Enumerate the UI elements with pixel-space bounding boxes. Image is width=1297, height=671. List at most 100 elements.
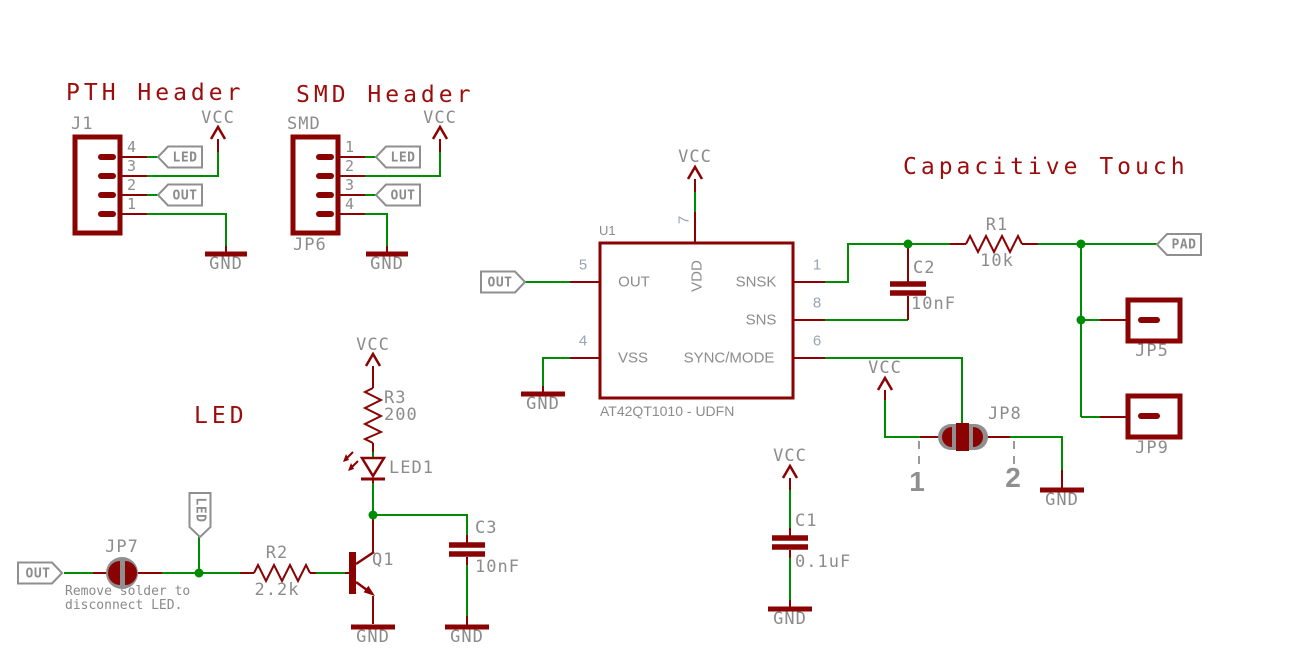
r2-ref-label: R2 bbox=[265, 543, 289, 563]
out-flag-label: OUT bbox=[487, 275, 513, 291]
led-flag-outline bbox=[374, 145, 421, 169]
u1-pin-name-sync-mode: SYNC/MODE bbox=[683, 349, 775, 367]
j1-connector bbox=[72, 134, 123, 236]
capacitor-c2 bbox=[890, 281, 926, 296]
out-flag-label: OUT bbox=[172, 188, 198, 204]
vcc-label: VCC bbox=[773, 446, 807, 466]
u1-ic-body bbox=[598, 241, 795, 400]
jp8-ref-label: JP8 bbox=[988, 404, 1022, 424]
pad-flag-outline bbox=[1155, 233, 1202, 256]
j1-ref-label: J1 bbox=[71, 114, 94, 134]
jp7-note-line-1: Remove solder to bbox=[65, 584, 191, 599]
q1-symbol bbox=[349, 550, 375, 596]
out-flag-outline bbox=[17, 561, 64, 585]
component-pins bbox=[93, 139, 1128, 625]
r3-ref-label: R3 bbox=[384, 388, 407, 408]
capacitor-c3 bbox=[449, 542, 485, 557]
led-flag-label: LED bbox=[172, 150, 198, 166]
c1-value-label: 0.1uF bbox=[795, 552, 852, 572]
j1-pin-number: 3 bbox=[127, 157, 137, 175]
r1-ref-label: R1 bbox=[985, 215, 1009, 235]
jp5-ref-label: JP5 bbox=[1135, 341, 1169, 361]
gnd-label: GND bbox=[773, 609, 807, 629]
u1-value-label: AT42QT1010 - UDFN bbox=[600, 403, 735, 419]
pad-flag-label: PAD bbox=[1171, 237, 1197, 253]
jp8-solder-jumper bbox=[938, 423, 988, 451]
jumper-position-dashes bbox=[918, 441, 1015, 468]
led1-symbol bbox=[343, 451, 387, 481]
led-flag-label: LED bbox=[192, 497, 208, 523]
gnd-symbol-bars bbox=[205, 251, 1084, 630]
jp9-pad bbox=[1125, 393, 1183, 440]
led1-ref-label: LED1 bbox=[389, 458, 434, 478]
resistor-r2 bbox=[253, 562, 311, 584]
r3-value-label: 200 bbox=[384, 405, 418, 425]
jp7-note-line-2: disconnect LED. bbox=[65, 598, 183, 613]
section-title-smd-header: SMD Header bbox=[296, 82, 475, 108]
net-flags bbox=[17, 145, 1202, 585]
out-flag-outline bbox=[374, 183, 421, 207]
led-flag-outline bbox=[188, 492, 212, 539]
c3-value-label: 10nF bbox=[475, 557, 520, 577]
j1-pin-number: 1 bbox=[127, 195, 137, 213]
resistor-r3 bbox=[362, 387, 384, 444]
u1-pin-name-sns: SNS bbox=[745, 311, 777, 329]
u1-pin-number-7: 7 bbox=[675, 215, 693, 225]
section-title-capacitive-touch: Capacitive Touch bbox=[903, 154, 1189, 180]
vcc-label: VCC bbox=[201, 108, 235, 128]
q1-ref-label: Q1 bbox=[372, 550, 395, 570]
vcc-symbol-arrows bbox=[209, 124, 894, 479]
u1-pin-name-snsk: SNSK bbox=[735, 273, 777, 291]
jp7-ref-label: JP7 bbox=[105, 537, 139, 557]
resistor-r1 bbox=[965, 233, 1023, 255]
c2-ref-label: C2 bbox=[913, 258, 936, 278]
gnd-label: GND bbox=[450, 627, 484, 647]
led-flag-label: LED bbox=[390, 150, 416, 166]
jp8-position-1-label: 1 bbox=[909, 466, 925, 497]
gnd-label: GND bbox=[1045, 490, 1079, 510]
jp6-pin-number: 1 bbox=[345, 138, 355, 156]
jp6-ref-label: JP6 bbox=[293, 235, 327, 255]
u1-ref-label: U1 bbox=[599, 223, 616, 238]
out-flag-outline bbox=[156, 183, 203, 207]
gnd-label: GND bbox=[356, 627, 390, 647]
junction-dots bbox=[194, 239, 1086, 578]
jp7-solder-jumper bbox=[106, 557, 138, 589]
out-flag-outline bbox=[480, 270, 527, 294]
jp5-pad bbox=[1125, 297, 1183, 344]
vcc-label: VCC bbox=[678, 147, 712, 167]
net-wires bbox=[64, 152, 1157, 616]
u1-pin-number-5: 5 bbox=[578, 256, 588, 274]
led-flag-outline bbox=[156, 145, 203, 169]
u1-pin-number-6: 6 bbox=[812, 332, 822, 350]
vcc-label: VCC bbox=[423, 108, 457, 128]
c2-value-label: 10nF bbox=[911, 294, 956, 314]
gnd-label: GND bbox=[526, 394, 560, 414]
u1-pin-name-out: OUT bbox=[618, 273, 650, 291]
r2-value-label: 2.2k bbox=[254, 580, 300, 600]
capacitor-c1 bbox=[772, 535, 808, 550]
r1-value-label: 10k bbox=[980, 251, 1014, 271]
out-flag-label: OUT bbox=[390, 188, 416, 204]
jp6-pin-number: 2 bbox=[345, 157, 355, 175]
u1-pin-name-vss: VSS bbox=[617, 349, 649, 367]
u1-pin-number-1: 1 bbox=[812, 256, 822, 274]
j1-pin-number: 2 bbox=[127, 176, 137, 194]
jp6-name-label: SMD bbox=[287, 114, 321, 134]
jp6-connector bbox=[290, 134, 341, 236]
u1-pin-name-vdd: VDD bbox=[688, 260, 706, 292]
vcc-label: VCC bbox=[356, 335, 390, 355]
c1-ref-label: C1 bbox=[795, 511, 818, 531]
gnd-label: GND bbox=[370, 254, 404, 274]
jp9-ref-label: JP9 bbox=[1135, 438, 1169, 458]
vcc-label: VCC bbox=[868, 358, 902, 378]
jp6-pin-number: 3 bbox=[345, 176, 355, 194]
out-flag-label: OUT bbox=[25, 566, 51, 582]
jp8-position-2-label: 2 bbox=[1005, 462, 1021, 493]
section-title-pth-header: PTH Header bbox=[66, 80, 245, 106]
u1-pin-number-8: 8 bbox=[812, 294, 822, 312]
u1-pin-number-4: 4 bbox=[578, 332, 588, 350]
j1-pin-number: 4 bbox=[127, 138, 137, 156]
